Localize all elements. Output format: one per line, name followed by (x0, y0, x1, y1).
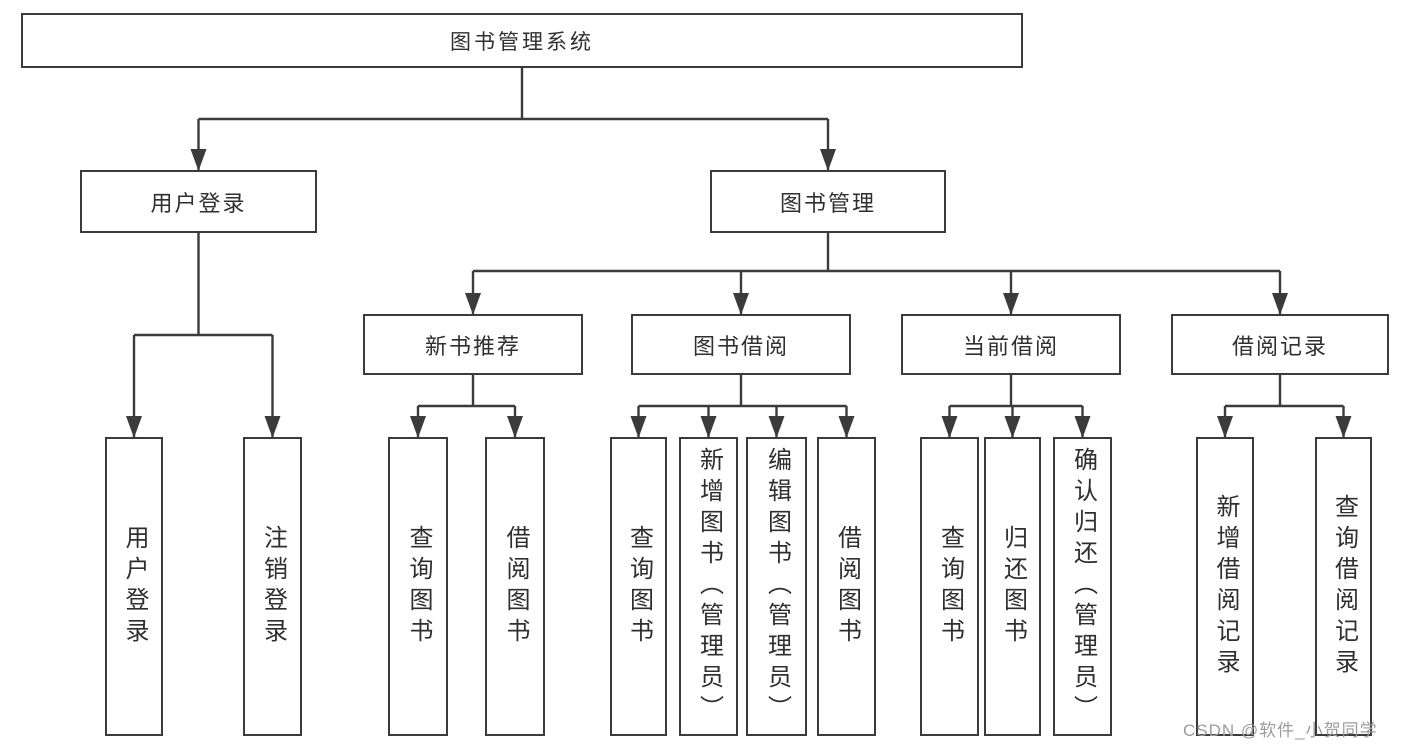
leaf-query-books-current: 查询图书 (920, 437, 979, 736)
leaf-query-books-current-label: 查询图书 (936, 524, 964, 649)
leaf-query-borrow-record: 查询借阅记录 (1315, 437, 1372, 736)
connector-user-login-children (126, 233, 281, 438)
leaf-add-books-admin: 新增图书（管理员） (679, 437, 738, 736)
leaf-add-books-admin-label: 新增图书（管理员） (695, 447, 723, 726)
leaf-edit-books-admin: 编辑图书（管理员） (746, 437, 807, 736)
node-book-management: 图书管理 (710, 170, 946, 233)
node-borrow-records: 借阅记录 (1171, 314, 1389, 375)
node-current-borrow: 当前借阅 (901, 314, 1121, 375)
connector-new-book-recommend-children (410, 375, 523, 438)
leaf-confirm-return-admin: 确认归还（管理员） (1053, 437, 1112, 736)
node-book-management-label: 图书管理 (779, 190, 876, 216)
node-book-borrow: 图书借阅 (631, 314, 851, 375)
leaf-add-borrow-record: 新增借阅记录 (1196, 437, 1254, 736)
leaf-add-borrow-record-label: 新增借阅记录 (1212, 493, 1239, 680)
leaf-query-books-recommend: 查询图书 (388, 437, 448, 736)
leaf-query-books-borrow-label: 查询图书 (625, 524, 653, 649)
node-root-system: 图书管理系统 (21, 13, 1023, 68)
leaf-confirm-return-admin-label: 确认归还（管理员） (1069, 447, 1097, 726)
leaf-query-books-recommend-label: 查询图书 (405, 524, 432, 649)
connector-book-management-children (465, 233, 1288, 315)
leaf-user-login: 用户登录 (105, 437, 163, 736)
connector-borrow-records-children (1217, 375, 1352, 438)
node-current-borrow-label: 当前借阅 (962, 333, 1059, 359)
leaf-logout: 注销登录 (243, 437, 302, 736)
leaf-user-login-label: 用户登录 (121, 524, 148, 649)
leaf-borrow-books: 借阅图书 (817, 437, 876, 736)
node-user-login: 用户登录 (80, 170, 317, 233)
node-user-login-label: 用户登录 (150, 190, 247, 216)
node-borrow-records-label: 借阅记录 (1231, 333, 1328, 359)
node-root-system-label: 图书管理系统 (450, 30, 594, 54)
leaf-query-books-borrow: 查询图书 (610, 437, 667, 736)
leaf-return-books: 归还图书 (984, 437, 1041, 736)
node-new-book-recommend-label: 新书推荐 (424, 333, 521, 359)
connector-root-to-level2 (190, 68, 836, 171)
leaf-edit-books-admin-label: 编辑图书（管理员） (763, 447, 791, 726)
leaf-return-books-label: 归还图书 (999, 524, 1027, 649)
leaf-borrow-books-recommend-label: 借阅图书 (502, 524, 529, 649)
leaf-borrow-books-recommend: 借阅图书 (485, 437, 545, 736)
leaf-query-borrow-record-label: 查询借阅记录 (1330, 493, 1358, 680)
connector-book-borrow-children (630, 375, 855, 438)
leaf-logout-label: 注销登录 (259, 524, 287, 649)
node-new-book-recommend: 新书推荐 (363, 314, 583, 375)
node-book-borrow-label: 图书借阅 (692, 333, 789, 359)
csdn-watermark: CSDN @软件_小贺同学 (1183, 721, 1378, 740)
connector-current-borrow-children (941, 375, 1091, 438)
leaf-borrow-books-label: 借阅图书 (833, 524, 861, 649)
